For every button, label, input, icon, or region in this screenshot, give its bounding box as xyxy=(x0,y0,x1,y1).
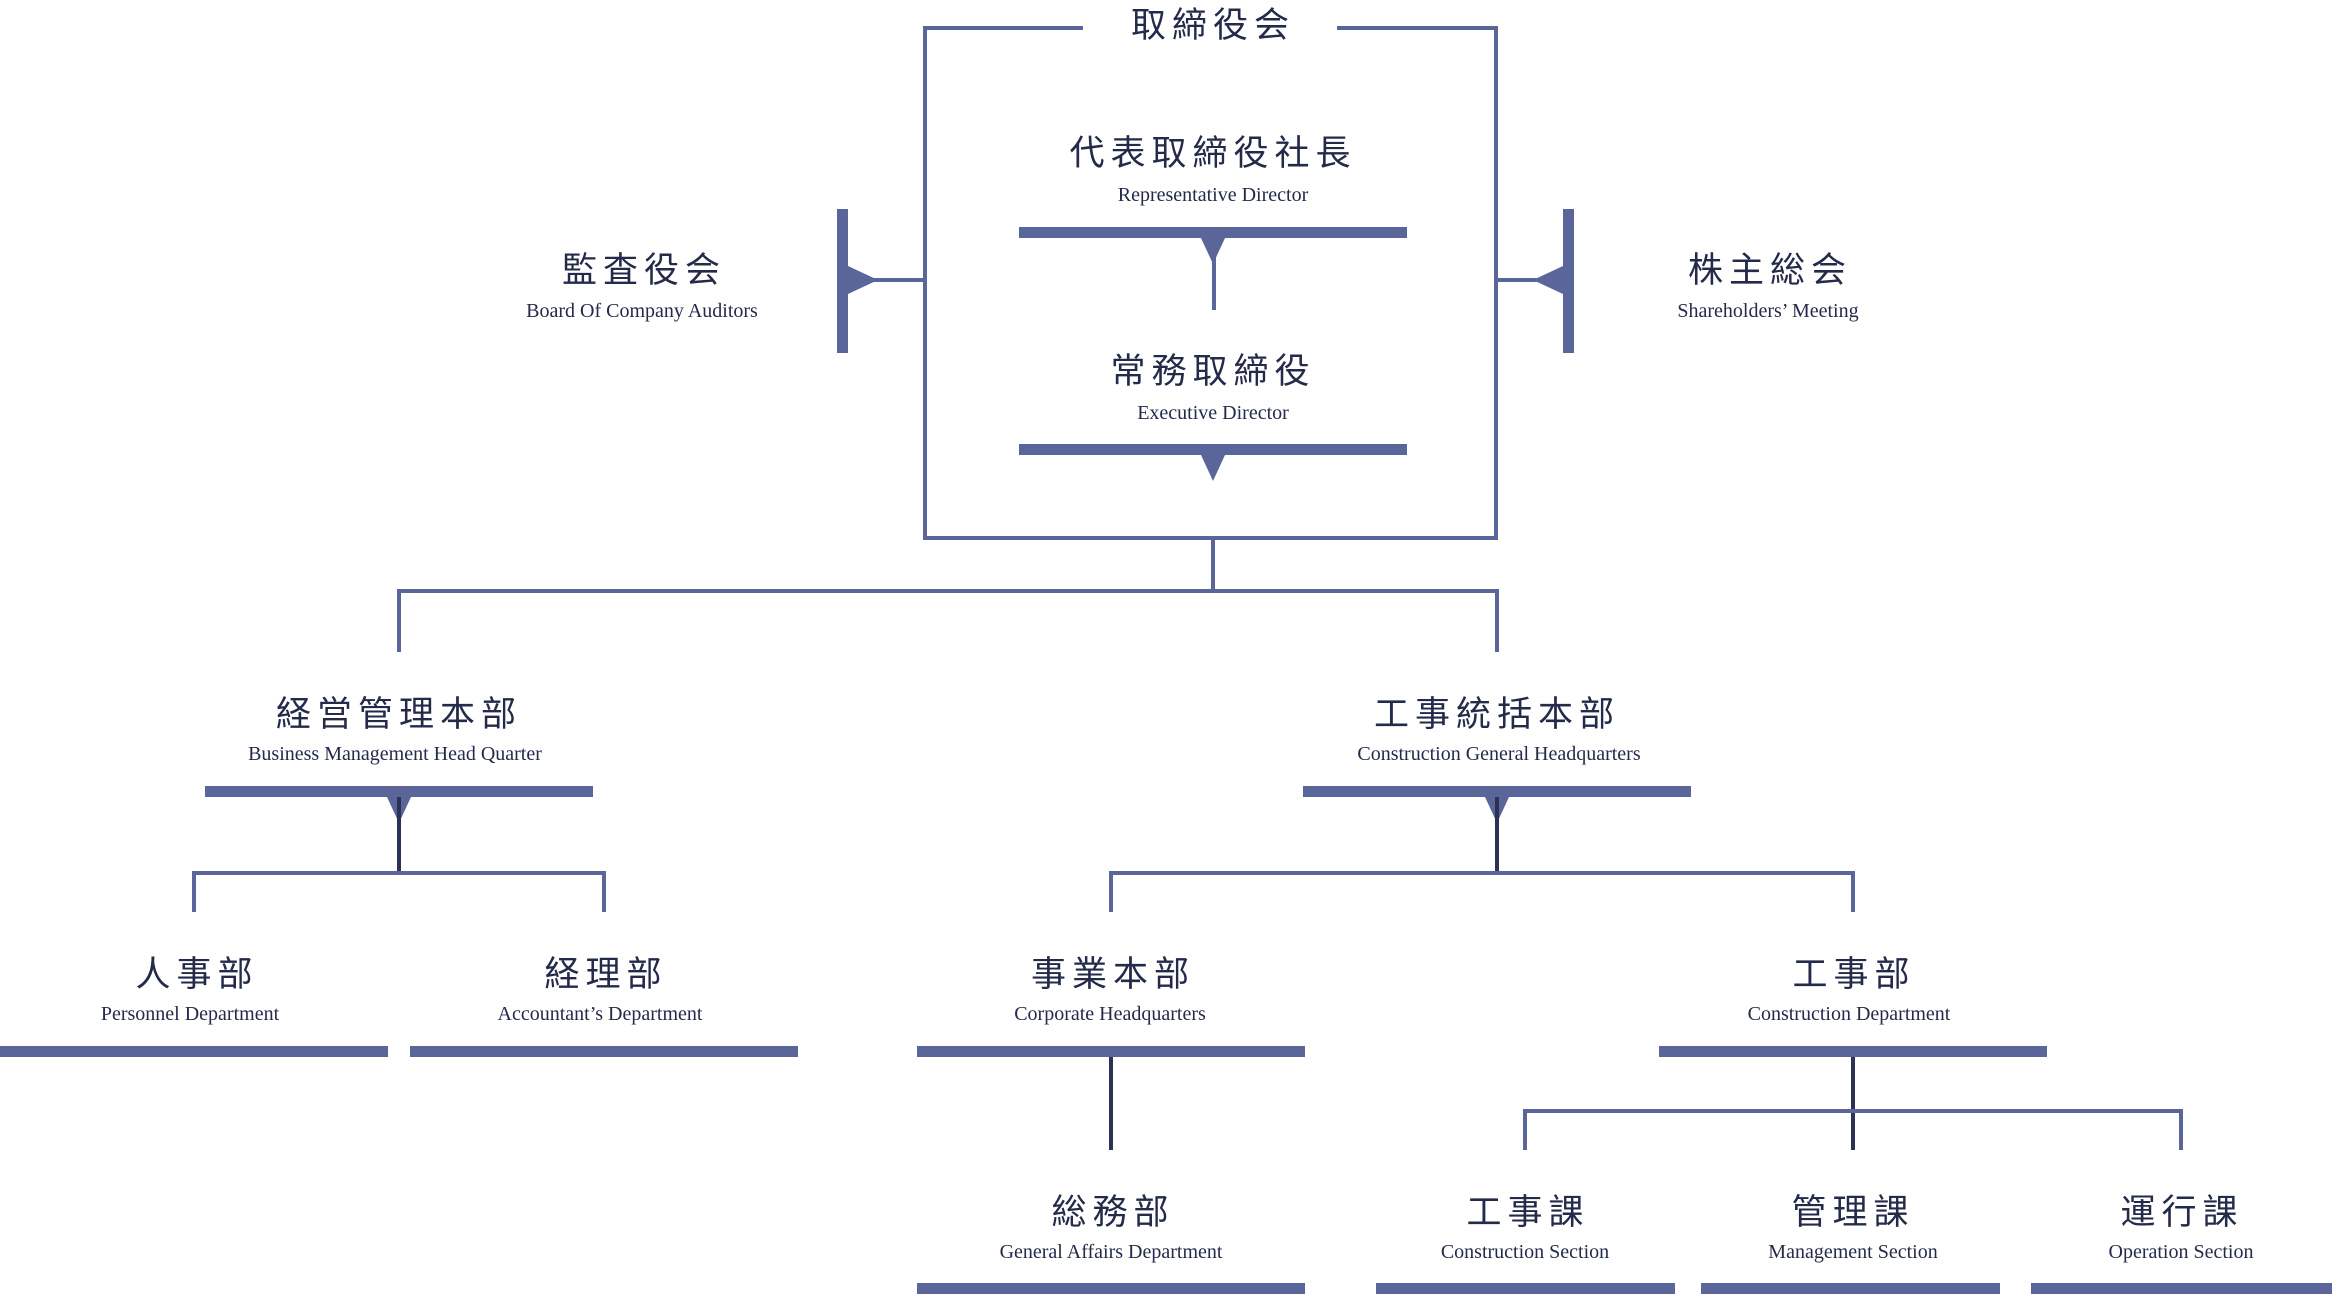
construction-dept-title: 工事部 xyxy=(1792,955,1915,995)
corporate-hq-bar xyxy=(917,1046,1305,1057)
management-section-title: 管理課 xyxy=(1791,1193,1914,1233)
shareholders-subtitle: Shareholders’ Meeting xyxy=(1677,300,1858,322)
construction-section-bar xyxy=(1376,1283,1675,1294)
construction-dept-connectors xyxy=(1523,1057,2183,1150)
business-hq-connectors xyxy=(192,797,606,912)
construction-hq-subtitle: Construction General Headquarters xyxy=(1357,743,1640,765)
corporate-hq-subtitle: Corporate Headquarters xyxy=(1014,1003,1206,1025)
auditors-connector-bar xyxy=(837,209,848,353)
executive-director-bar xyxy=(1019,444,1407,455)
executive-director-title: 常務取締役 xyxy=(1110,352,1315,392)
construction-hq-connectors xyxy=(1109,797,1855,912)
personnel-title: 人事部 xyxy=(135,955,258,995)
operation-section-title: 運行課 xyxy=(2120,1193,2243,1233)
accountant-title: 経理部 xyxy=(544,955,667,995)
board-frame xyxy=(923,26,1498,540)
board-title: 取締役会 xyxy=(1131,6,1295,46)
construction-hq-bar xyxy=(1303,786,1691,797)
personnel-bar xyxy=(0,1046,388,1057)
general-affairs-title: 総務部 xyxy=(1051,1193,1174,1233)
construction-section-subtitle: Construction Section xyxy=(1441,1241,1609,1263)
management-section-subtitle: Management Section xyxy=(1768,1241,1937,1263)
management-section-bar xyxy=(1701,1283,2000,1294)
general-affairs-bar xyxy=(917,1283,1305,1294)
business-hq-subtitle: Business Management Head Quarter xyxy=(248,743,542,765)
construction-hq-title: 工事統括本部 xyxy=(1374,695,1620,735)
accountant-bar xyxy=(410,1046,798,1057)
operation-section-subtitle: Operation Section xyxy=(2109,1241,2254,1263)
construction-dept-subtitle: Construction Department xyxy=(1748,1003,1951,1025)
representative-director-subtitle: Representative Director xyxy=(1118,184,1309,206)
construction-dept-bar xyxy=(1659,1046,2047,1057)
representative-director-bar xyxy=(1019,227,1407,238)
executive-director-subtitle: Executive Director xyxy=(1137,402,1289,424)
executive-connector-arrow xyxy=(1201,455,1225,481)
general-affairs-subtitle: General Affairs Department xyxy=(1000,1241,1223,1263)
corporate-hq-title: 事業本部 xyxy=(1031,955,1195,995)
representative-director-title: 代表取締役社長 xyxy=(1069,134,1356,174)
operation-section-bar xyxy=(2031,1283,2332,1294)
business-hq-title: 経営管理本部 xyxy=(276,695,522,735)
construction-section-title: 工事課 xyxy=(1466,1193,1589,1233)
shareholders-connector-bar xyxy=(1563,209,1574,353)
board-to-hq-connectors xyxy=(397,538,1499,652)
business-hq-bar xyxy=(205,786,593,797)
shareholders-title: 株主総会 xyxy=(1688,251,1852,291)
accountant-subtitle: Accountant’s Department xyxy=(498,1003,703,1025)
auditors-subtitle: Board Of Company Auditors xyxy=(526,300,758,322)
auditors-title: 監査役会 xyxy=(562,251,726,291)
personnel-subtitle: Personnel Department xyxy=(101,1003,280,1025)
